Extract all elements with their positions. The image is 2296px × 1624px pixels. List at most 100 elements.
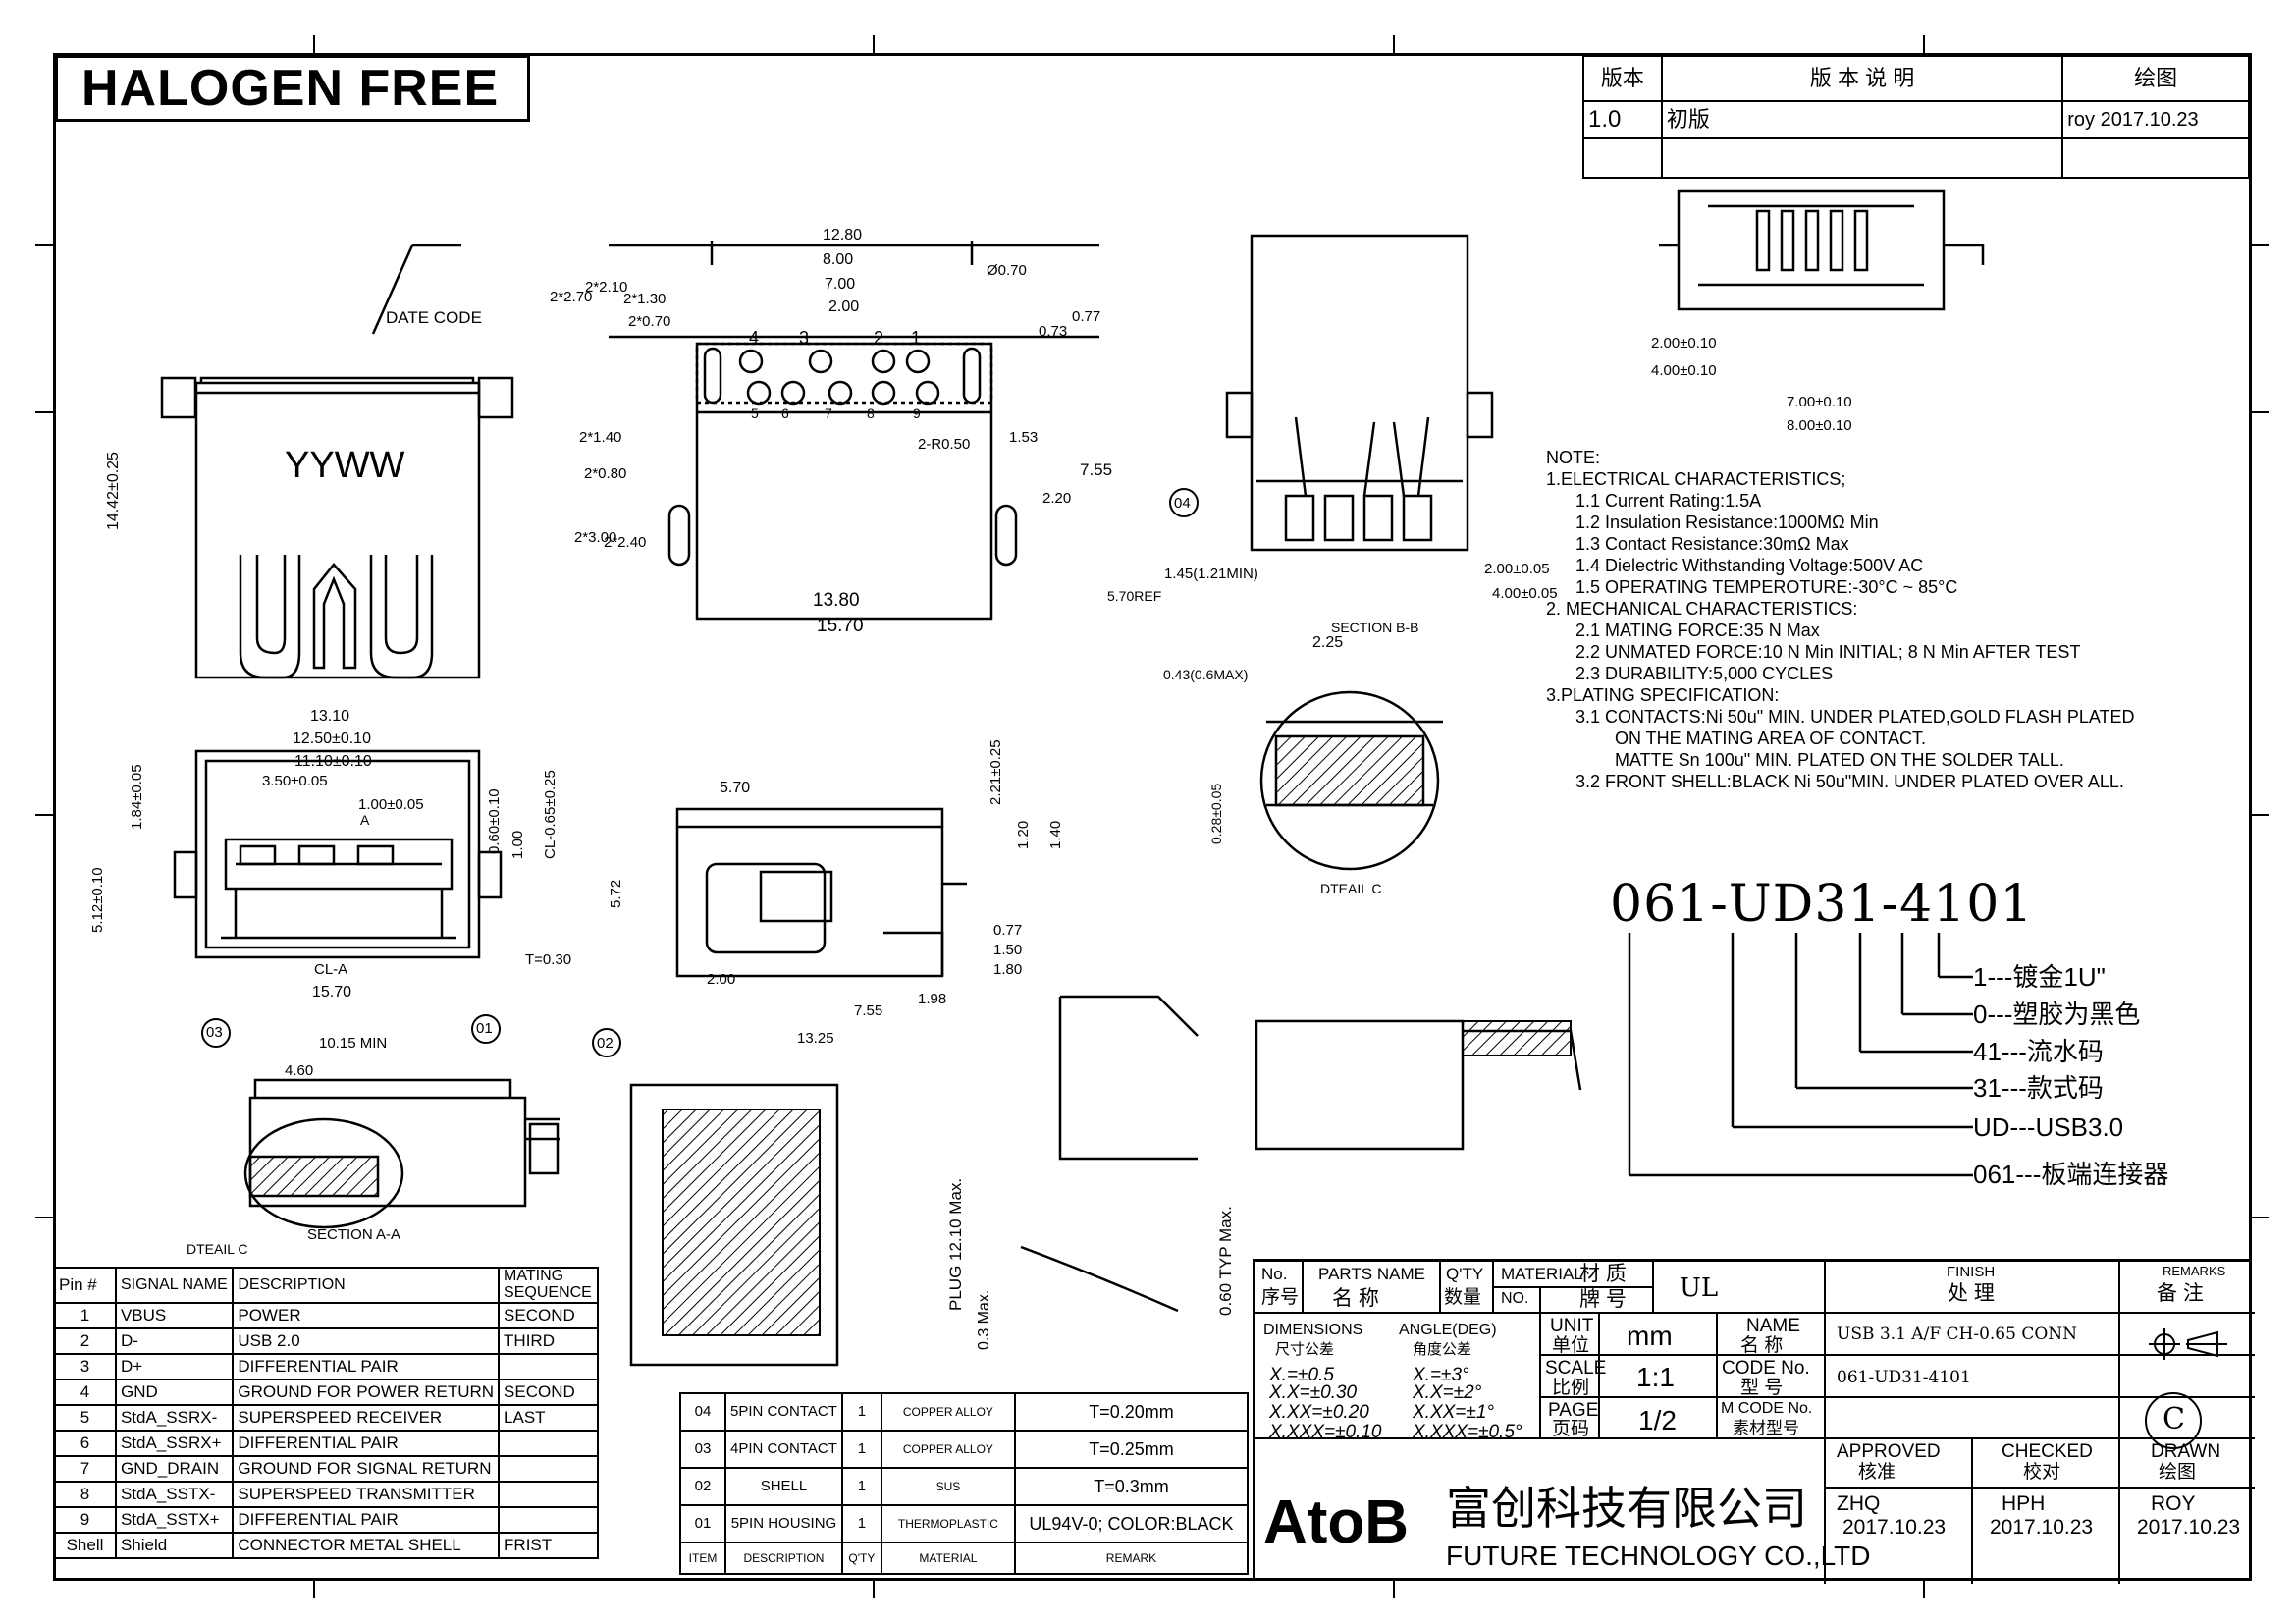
pn-legend-6: 061---板端连接器 [1973,1160,2169,1189]
dim-2-21: 2.21±0.25 [988,739,1004,805]
pin-cell: 7 [53,1455,117,1483]
tb-chk-name: HPH [2002,1492,2046,1515]
dim-12-80: 12.80 [823,227,863,244]
dim-1-00-05: 1.00±0.05 [358,796,424,813]
dim-dia: Ø0.70 [987,262,1027,279]
dim-5-70ref: 5.70REF [1107,588,1162,604]
pin-cell: VBUS [114,1302,235,1329]
pin-cell: StdA_SSRX+ [114,1430,235,1457]
callout-04: 04 [1174,495,1191,512]
dim-0-3-max: 0.3 Max. [976,1289,992,1350]
pin-cell: LAST [498,1404,599,1432]
tb-brand-cn: 牌 号 [1579,1288,1627,1311]
side-view [675,807,967,978]
pin-1: 1 [911,328,922,348]
face-view [173,749,503,959]
dim-13-25: 13.25 [797,1030,834,1047]
dim-0-77-side: 0.77 [993,922,1023,939]
tb-scale-cn: 比例 [1552,1378,1590,1398]
tb-qty-cn: 数量 [1444,1287,1482,1308]
pin-cell: D- [114,1327,235,1355]
pin-cell: 9 [53,1506,117,1534]
pin-3: 3 [799,328,810,348]
pin-cell [498,1353,599,1380]
tb-code-cn: 型 号 [1740,1378,1784,1398]
dim-1-98: 1.98 [918,991,947,1007]
note-2-3: 2.3 DURABILITY:5,000 CYCLES [1575,664,1834,683]
tb-qty: Q'TY [1446,1265,1484,1283]
tb-seq: 序号 [1261,1287,1300,1308]
pn-legend-2: 0---塑胶为黑色 [1973,1000,2141,1029]
pin-cell [498,1481,599,1508]
dim-1-40: 1.40 [1047,820,1064,849]
dim-2-20: 2.20 [1042,490,1072,507]
pin-6: 6 [781,406,789,421]
bom-cell: 03 [679,1430,726,1469]
tb-name-val: USB 3.1 A/F CH-0.65 CONN [1837,1325,2078,1344]
tb-drawn: DRAWN [2151,1441,2221,1462]
bom-cell: 5PIN CONTACT [724,1392,843,1432]
tb-checked: CHECKED [2002,1441,2093,1462]
pin-cell [498,1455,599,1483]
bom-cell: SUS [880,1467,1016,1506]
note-3-1b: ON THE MATING AREA OF CONTACT. [1615,729,1927,748]
bom-cell: 01 [679,1504,726,1543]
dim-0-28: 0.28±0.05 [1208,783,1224,844]
tb-unit-val: mm [1627,1321,1673,1351]
pin-cell: FRIST [498,1532,599,1559]
tb-material: MATERIAL [1501,1265,1583,1283]
callout-01: 01 [476,1020,493,1037]
dim-4-00-05: 4.00±0.05 [1492,585,1558,602]
dim-2-00-side: 2.00 [707,971,736,988]
tb-code-val: 061-UD31-4101 [1837,1368,1971,1387]
top-right-view [1659,189,1985,311]
tb-remarks-cn: 备 注 [2157,1282,2204,1305]
tb-scale: SCALE [1545,1358,1607,1379]
dim-7-55-side: 7.55 [854,1002,883,1019]
dim-2x3-00: 2*3.00 [574,529,617,546]
dim-2x1-30: 2*1.30 [623,291,667,307]
dim-3-50: 3.50±0.05 [262,773,328,789]
dim-2x1-40: 2*1.40 [579,429,622,446]
pin-cell: Shield [114,1532,235,1559]
dim-10-15: 10.15 MIN [319,1035,388,1052]
pin-cell: DIFFERENTIAL PAIR [232,1353,501,1380]
bom-cell: COPPER ALLOY [880,1430,1016,1469]
front-view [160,244,514,679]
pin-col-seq: MATING SEQUENCE [498,1267,599,1304]
callout-03: 03 [206,1024,223,1041]
tb-material-no: NO. [1501,1290,1529,1307]
bom-cell: 1 [840,1430,882,1469]
dim-1-80: 1.80 [993,961,1023,978]
note-2-2: 2.2 UNMATED FORCE:10 N Min INITIAL; 8 N … [1575,642,2081,662]
pin-cell: USB 2.0 [232,1327,501,1355]
title-block-lines [1255,1262,2255,1584]
c-mark-circle [2145,1392,2202,1449]
dim-5-72: 5.72 [608,879,624,908]
pin-col-pin: Pin # [53,1267,117,1304]
tb-tol-3: X.XXX=±0.10 [1269,1422,1382,1442]
pin-cell: POWER [232,1302,501,1329]
dim-1-00: 1.00 [509,830,526,859]
pin-col-desc: DESCRIPTION [232,1267,501,1304]
bom-cell: 4PIN CONTACT [724,1430,843,1469]
section-bb-label: SECTION B-B [1331,620,1419,635]
pin-cell: 6 [53,1430,117,1457]
section-aa-label: SECTION A-A [307,1226,401,1243]
dim-2-00-10: 2.00±0.10 [1651,335,1717,352]
note-1-4: 1.4 Dielectric Withstanding Voltage:500V… [1575,556,1924,575]
pin-cell: StdA_SSRX- [114,1404,235,1432]
tb-dimensions-cn: 尺寸公差 [1275,1341,1335,1358]
plug-view [629,995,1582,1367]
tb-name-cn: 名 称 [1740,1335,1784,1356]
rev-header-version: 版本 [1582,55,1663,102]
dim-13-10: 13.10 [310,708,350,725]
dim-0-77: 0.77 [1072,308,1101,325]
detail-c-mark: DTEAIL C [187,1241,248,1257]
tb-tol-1: X.X=±0.30 [1269,1382,1358,1403]
note-2-1: 2.1 MATING FORCE:35 N Max [1575,621,1820,640]
